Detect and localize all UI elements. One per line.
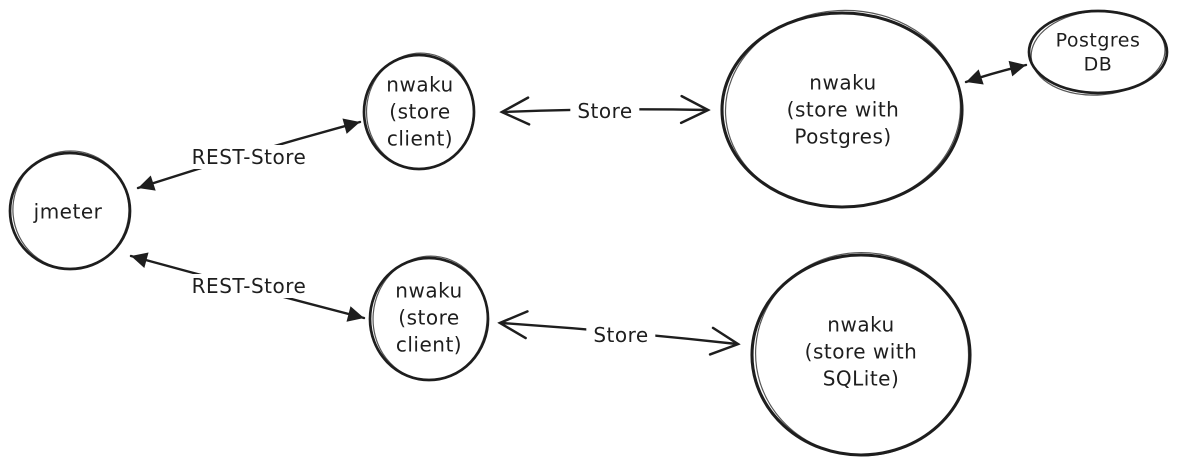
edge-postgres-db-link	[964, 60, 1028, 85]
edge-label-store-top: Store	[570, 99, 640, 123]
node-nwaku-store-client-bottom	[368, 255, 490, 382]
edge-label-rest-store-bottom: REST-Store	[184, 274, 314, 298]
node-postgres-db	[1027, 9, 1169, 96]
node-jmeter	[8, 150, 132, 271]
node-label-nwaku-store-client-bottom: nwaku (store client)	[395, 278, 463, 357]
node-nwaku-store-sqlite	[750, 251, 972, 457]
node-label-jmeter: jmeter	[33, 199, 103, 224]
edge-label-store-bottom: Store	[586, 323, 656, 347]
node-label-nwaku-store-sqlite: nwaku (store with SQLite)	[804, 312, 918, 391]
node-label-postgres-db: Postgres DB	[1055, 29, 1141, 75]
node-label-nwaku-store-postgres: nwaku (store with Postgres)	[786, 70, 900, 149]
edge-label-rest-store-top: REST-Store	[184, 145, 314, 169]
node-nwaku-store-postgres	[720, 9, 964, 209]
node-nwaku-store-client-top	[362, 52, 476, 171]
node-label-nwaku-store-client-top: nwaku (store client)	[386, 72, 454, 151]
